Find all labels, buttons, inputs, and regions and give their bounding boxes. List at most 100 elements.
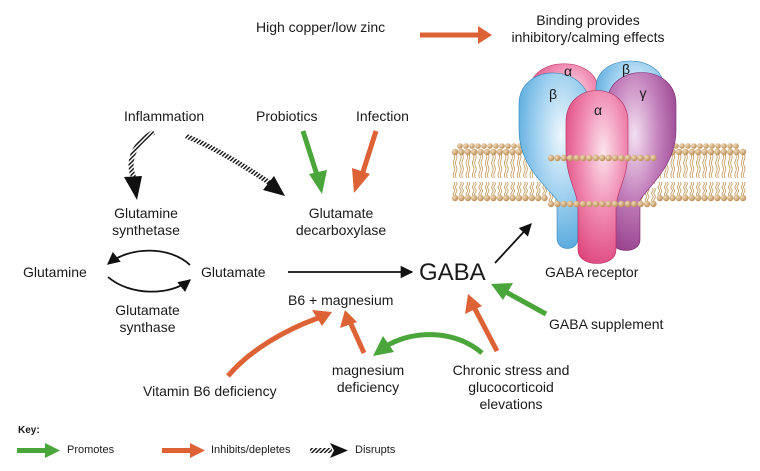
lipid-tail <box>519 153 522 179</box>
lipid-head <box>483 148 491 156</box>
lipid-head <box>707 194 715 202</box>
lipid-tail <box>740 153 744 179</box>
lipid-head <box>720 194 727 202</box>
lipid-head <box>528 194 535 202</box>
lipid-tail <box>504 153 507 179</box>
label-binding-effects: Binding provides inhibitory/calming effe… <box>488 12 688 46</box>
lipid-head <box>511 143 517 149</box>
arrowhead-b6-deficiency <box>312 310 332 326</box>
lipid-tail <box>698 181 701 197</box>
lipid-head <box>483 194 491 202</box>
lipid-tail <box>499 153 503 179</box>
lipid-tail <box>734 153 737 179</box>
label-glutamate: Glutamate <box>201 264 266 280</box>
lipid-tail <box>728 153 731 179</box>
label-glutamate-synthase: Glutamate synthase <box>110 302 185 336</box>
receptor-subunit-alpha-front <box>565 90 629 264</box>
subunit-label-alpha-front: α <box>594 102 602 118</box>
lipid-tail <box>683 181 686 197</box>
lipid-tail <box>516 181 520 197</box>
promotes-arrowheads <box>309 170 513 356</box>
lipid-head <box>618 200 625 208</box>
lipid-tail <box>723 181 727 197</box>
lipid-tail <box>670 153 673 179</box>
arrow-b6-deficiency-to-b6mg <box>226 315 319 378</box>
lipid-head <box>458 194 465 202</box>
lipid-head <box>463 143 469 149</box>
lipid-tail <box>461 181 464 197</box>
lipid-tail <box>491 153 494 179</box>
lipid-tail <box>715 153 718 179</box>
lipid-tail <box>459 153 462 179</box>
lipid-head <box>547 200 555 208</box>
lipid-head <box>714 148 721 156</box>
lipid-tail <box>651 187 654 203</box>
key-label-disrupts: Disrupts <box>355 444 396 456</box>
lipid-tail <box>512 181 515 197</box>
lipid-tail <box>525 181 528 197</box>
lipid-tail <box>734 181 737 197</box>
lipid-tail <box>452 181 456 197</box>
lipid-tail <box>474 181 477 197</box>
lipid-tail <box>698 153 701 179</box>
lipid-head <box>471 194 478 202</box>
promotes-arrows <box>300 130 548 355</box>
lipid-tail <box>721 153 724 179</box>
lipid-head <box>631 154 638 162</box>
lipid-head <box>496 148 503 156</box>
lipid-tail <box>491 181 494 197</box>
disrupts-arrows <box>124 129 285 200</box>
arrow-gaba-to-receptor <box>494 223 532 264</box>
lipid-head <box>685 143 691 149</box>
lipid-head <box>496 194 503 202</box>
lipid-tail <box>480 181 483 197</box>
lipid-head <box>733 194 740 202</box>
lipid-tail <box>455 153 458 179</box>
label-vitamin-b6-deficiency: Vitamin B6 deficiency <box>143 383 277 399</box>
lipid-tail <box>743 153 746 179</box>
lipid-head <box>567 200 574 208</box>
lipid-head <box>469 143 475 149</box>
lipid-tail <box>676 153 680 179</box>
lipid-tail <box>523 181 526 197</box>
lipid-tail <box>721 181 724 197</box>
lipid-tail <box>497 153 500 179</box>
arrowhead-supplement <box>491 283 513 300</box>
lipid-tail <box>683 153 686 179</box>
lipid-head <box>451 148 459 156</box>
arrowhead-infection <box>352 168 370 193</box>
lipid-head <box>535 194 542 202</box>
lipid-tail <box>647 187 650 203</box>
lipid-tail <box>461 153 464 179</box>
lipid-tail <box>728 181 731 197</box>
arrow-inflammation-to-synthetase <box>128 129 156 180</box>
arrow-probiotics-to-decarboxylase <box>300 130 320 176</box>
lipid-head <box>471 148 478 156</box>
lipid-head <box>714 194 721 202</box>
label-decarboxylase-line2: decarboxylase <box>295 222 387 238</box>
lipid-head <box>643 154 651 162</box>
lipid-head <box>669 194 676 202</box>
lipid-tail <box>472 153 475 179</box>
key-arrows <box>17 443 348 458</box>
arrow-mg-deficiency-to-b6mg <box>348 322 367 355</box>
label-mg-deficiency-line1: magnesium <box>331 362 405 378</box>
arrowhead-inflammation-decarboxylase <box>263 176 285 196</box>
lipid-head <box>618 154 625 162</box>
lipid-head <box>631 200 638 208</box>
lipid-head <box>675 148 683 156</box>
lipid-head <box>586 154 593 162</box>
lipid-head <box>457 143 463 149</box>
lipid-head <box>707 148 715 156</box>
lipid-tail <box>512 153 515 179</box>
lipid-head <box>560 154 567 162</box>
lipid-tail <box>467 181 471 197</box>
lipid-tail <box>704 153 707 179</box>
lipid-head <box>481 143 487 149</box>
lipid-tail <box>459 181 462 197</box>
label-gaba-supplement: GABA supplement <box>549 316 664 332</box>
lipid-head <box>592 200 599 208</box>
lipid-tail <box>676 181 680 197</box>
label-mg-deficiency-line2: deficiency <box>336 379 400 395</box>
lipid-head <box>691 143 697 149</box>
